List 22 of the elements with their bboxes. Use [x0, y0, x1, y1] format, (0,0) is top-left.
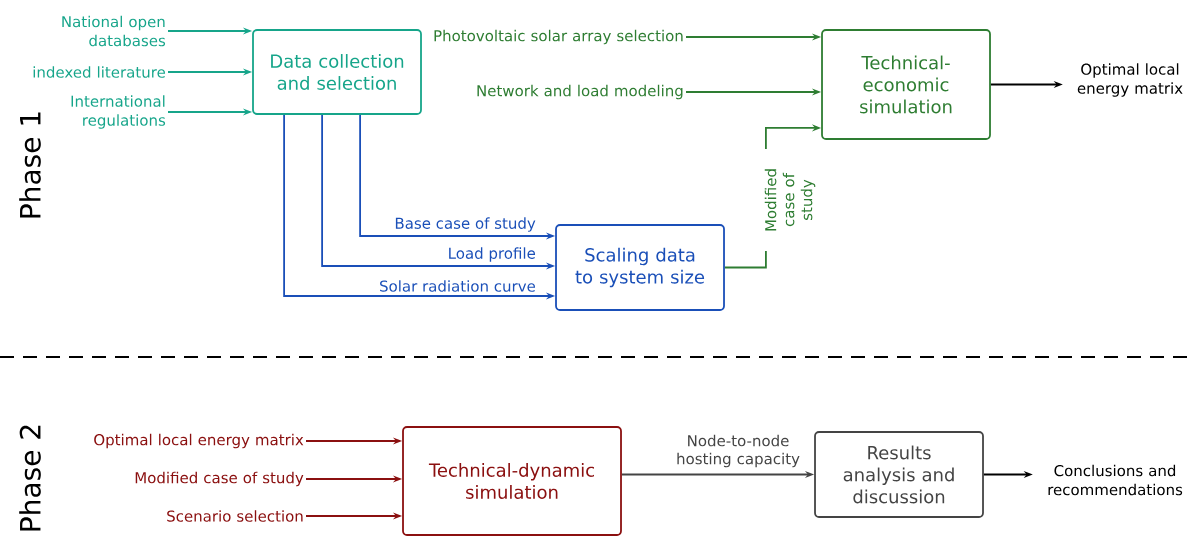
input-label: Optimal local energy matrix	[1077, 63, 1183, 97]
phase-label: Phase 2	[19, 425, 41, 531]
process-box: Scaling data to system size	[555, 224, 725, 311]
input-label: Scenario selection	[167, 510, 303, 522]
edge-label: Load profile	[446, 246, 537, 263]
process-box: Technical-dynamic simulation	[402, 426, 622, 536]
input-label: Conclusions and recommendations	[1048, 464, 1183, 496]
edge-label: Node-to-node hosting capacity	[672, 433, 804, 469]
input-label: International regulations	[71, 95, 166, 129]
input-label: Optimal local energy matrix	[94, 433, 304, 449]
input-label: National open databases	[62, 15, 166, 47]
input-label: Photovoltaic solar array selection	[434, 29, 683, 45]
phase-label: Phase 1	[19, 112, 41, 218]
input-label: indexed literature	[33, 66, 165, 78]
process-box: Technical-economic simulation	[821, 29, 991, 140]
input-label: Network and load modeling	[477, 84, 683, 100]
process-box: Results analysis and discussion	[814, 431, 984, 518]
edge-label: Modified case of study	[763, 149, 817, 251]
process-box: Data collection and selection	[252, 29, 422, 115]
edge-label: Solar radiation curve	[378, 279, 537, 293]
edge-label: Base case of study	[393, 216, 537, 233]
input-label: Modified case of study	[135, 471, 304, 487]
